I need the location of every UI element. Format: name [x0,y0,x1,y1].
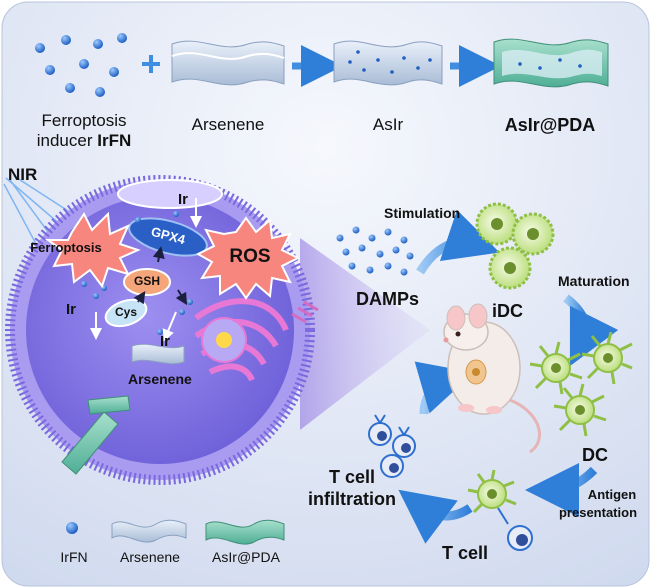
infiltration-arrow [398,489,473,544]
legend-asir-pda-label: AsIr@PDA [212,549,280,565]
asir-pda-label: AsIr@PDA [504,115,596,135]
gsh-bubble [123,268,171,296]
maturation-label: Maturation [558,273,630,289]
arsenene-in-cell-label: Arsenene [128,371,192,387]
infiltrating-t-cells [368,414,416,478]
nucleolus [216,332,232,348]
nir-label: NIR [8,165,38,184]
asir-sheet-icon [333,40,443,86]
ir-label-bottom: Ir [160,333,171,350]
antigen-presenting-pair [467,469,533,551]
dc-cells [529,331,633,437]
maturation-arrow [563,294,619,367]
legend-arsenene-label: Arsenene [120,549,180,565]
zoom-cone [300,238,430,430]
inducer-label-line2: inducer IrFN [36,131,132,151]
idc-label: iDC [492,301,523,321]
ir-particles-in-cell [81,211,193,335]
stimulation-label: Stimulation [384,205,461,221]
legend-asir-pda-icon [205,519,285,545]
return-to-tumor-arrow [414,361,474,415]
legend-irfn-icon [66,522,78,534]
antigen-label-line2: presentation [558,505,638,520]
legend-irfn-label: IrFN [60,549,88,565]
asir-label: AsIr [372,115,404,134]
gsh-label: GSH [133,274,161,288]
stimulation-arrow [416,209,500,275]
arsenene-label: Arsenene [191,115,265,134]
plus-sign [142,55,160,73]
infiltration-label-line2: infiltration [308,489,396,509]
arsenene-in-cell [131,343,185,365]
ferroptosis-label: Ferroptosis [30,240,102,255]
infiltration-label-line1: T cell [328,467,376,487]
ros-starburst [195,216,301,300]
cys-bubble [104,298,148,328]
mouse-illustration [443,303,541,454]
antigen-label-line1: Antigen [587,487,637,502]
idc-cells [475,202,555,290]
membrane-receptor [291,300,319,324]
antigen-presentation-arrow [525,462,598,517]
asir-pda-sheet-icon [493,38,609,88]
cell-surface-bulge [117,179,223,209]
inducer-label-line1: Ferroptosis [41,111,127,130]
irfn-bold-word: IrFN [97,131,132,150]
cys-label: Cys [114,305,138,319]
arsenene-sheet-icon [171,40,285,86]
asir-pda-rods [61,395,131,475]
intracellular-arrows [90,198,202,342]
ferroptosis-starburst [44,211,141,289]
ir-label-top: Ir [178,191,189,208]
legend-arsenene-icon [111,519,187,543]
dc-label: DC [582,445,608,465]
tcell-label: T cell [442,543,489,563]
irfn-dots [35,33,127,97]
ir-label-left: Ir [66,301,77,318]
damps-label: DAMPs [356,289,420,309]
damps-particles [336,226,414,276]
ros-label: ROS [229,246,271,267]
inducer-word: inducer [36,131,93,150]
